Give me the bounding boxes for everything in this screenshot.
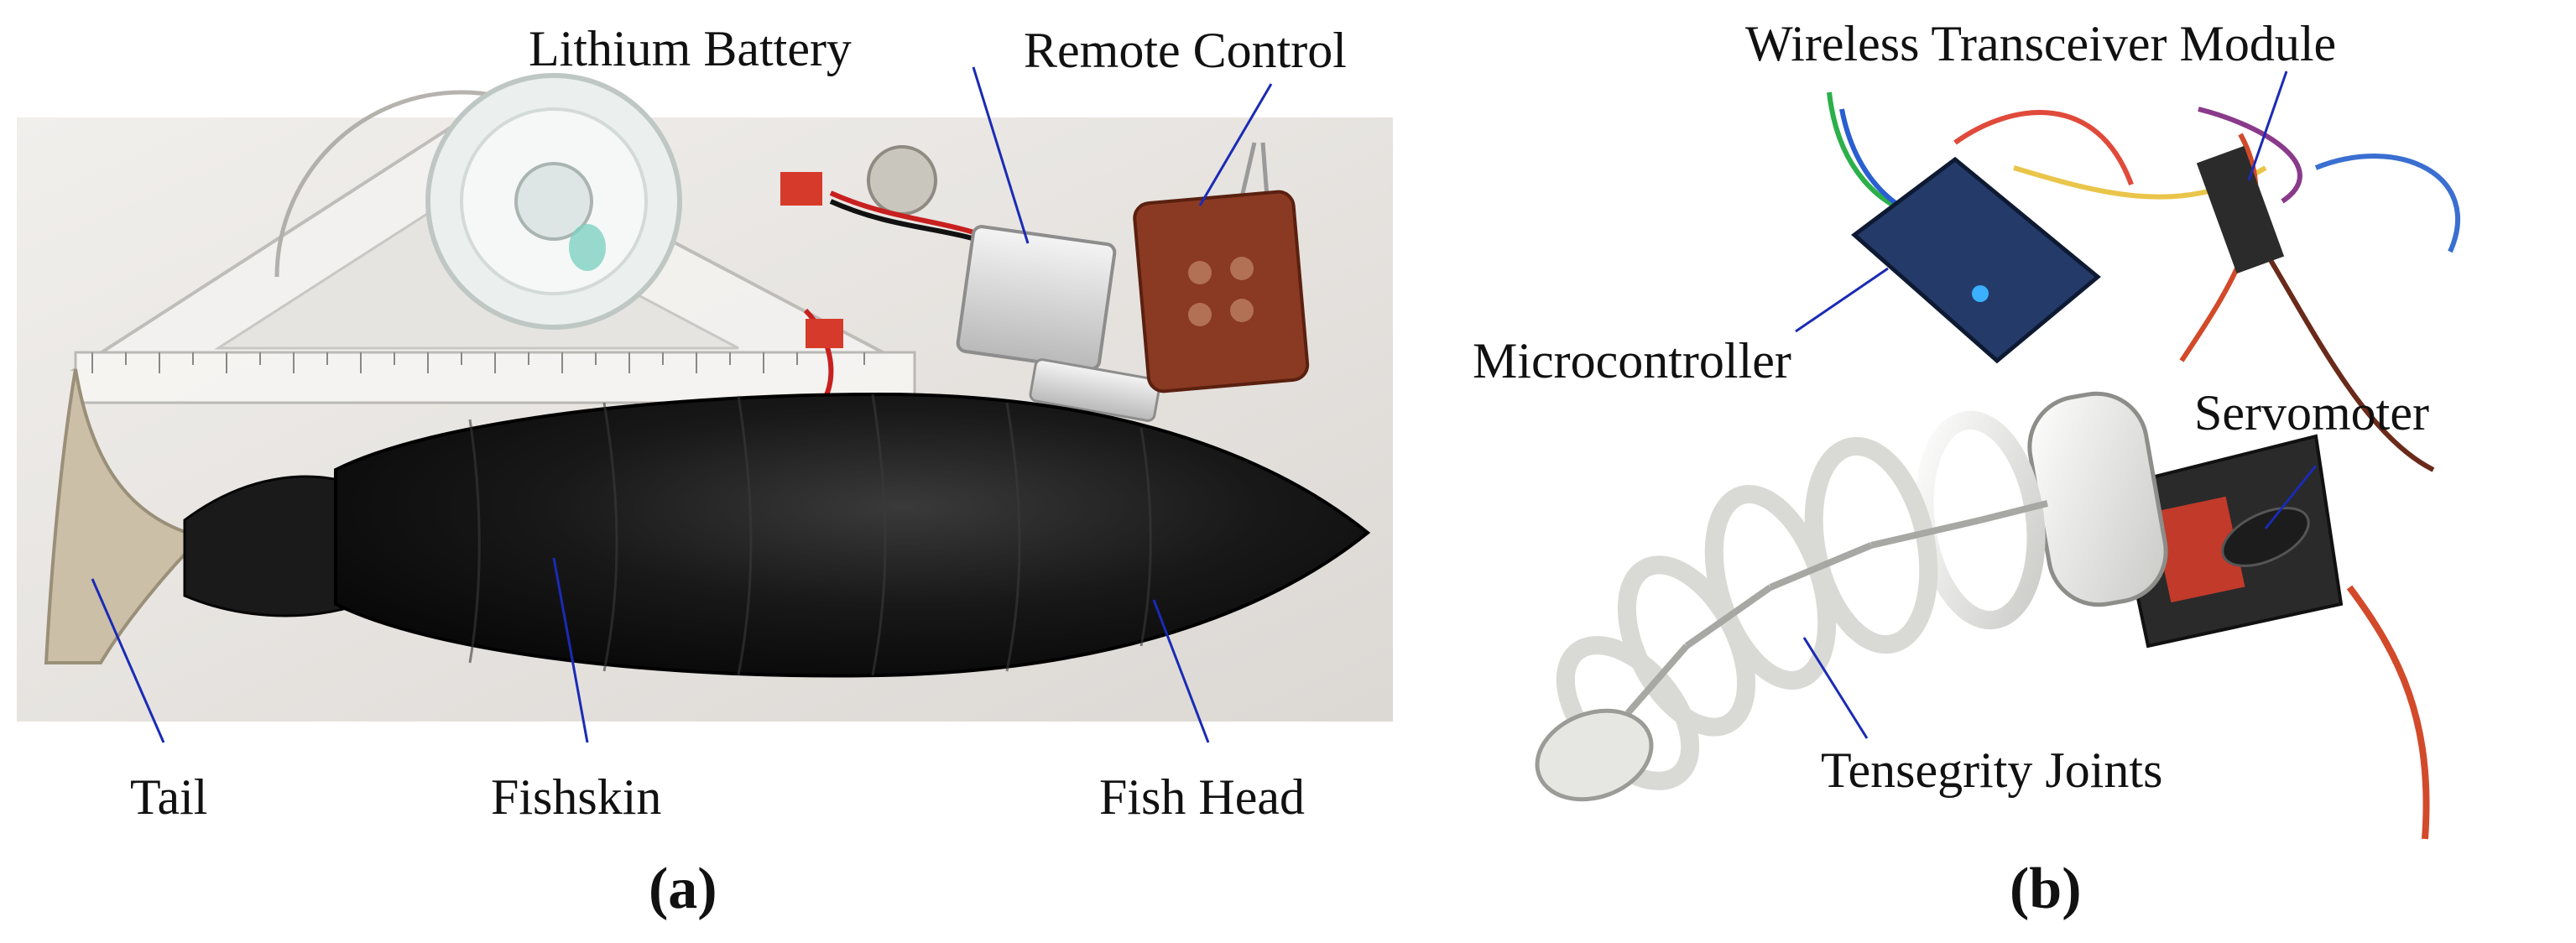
caption-panel-a: (a) bbox=[649, 857, 717, 921]
leader-lines-b bbox=[1795, 70, 2318, 739]
label-wireless-transceiver-module: Wireless Transceiver Module bbox=[1745, 16, 2337, 71]
caption-panel-b: (b) bbox=[2010, 857, 2082, 921]
tensegrity-joints bbox=[1556, 410, 2046, 790]
tape-wraps bbox=[468, 393, 1152, 676]
photo-panel-a bbox=[17, 73, 1393, 722]
leader-lines-a bbox=[91, 66, 1273, 743]
microcontroller-board bbox=[1851, 156, 2101, 364]
label-remote-control: Remote Control bbox=[1024, 23, 1347, 78]
photo-panel-b bbox=[1535, 91, 2460, 840]
end-cap bbox=[1535, 708, 1654, 802]
fish-body bbox=[334, 392, 1371, 678]
label-microcontroller: Microcontroller bbox=[1473, 333, 1791, 388]
servo-motor bbox=[2112, 434, 2344, 649]
coin bbox=[867, 145, 937, 216]
label-servomoter: Servomoter bbox=[2194, 385, 2429, 440]
wireless-module bbox=[2196, 145, 2285, 274]
label-lithium-battery: Lithium Battery bbox=[529, 21, 852, 76]
lithium-battery bbox=[956, 225, 1161, 422]
label-tensegrity-joints: Tensegrity Joints bbox=[1821, 742, 2163, 798]
label-tail: Tail bbox=[130, 769, 208, 825]
fishing-line-reel bbox=[425, 73, 682, 330]
label-fish-head: Fish Head bbox=[1099, 769, 1305, 825]
joint-struts bbox=[1624, 500, 2048, 716]
fish-tail bbox=[44, 368, 205, 664]
label-fishskin: Fishskin bbox=[491, 769, 662, 825]
remote-control bbox=[1133, 142, 1310, 393]
